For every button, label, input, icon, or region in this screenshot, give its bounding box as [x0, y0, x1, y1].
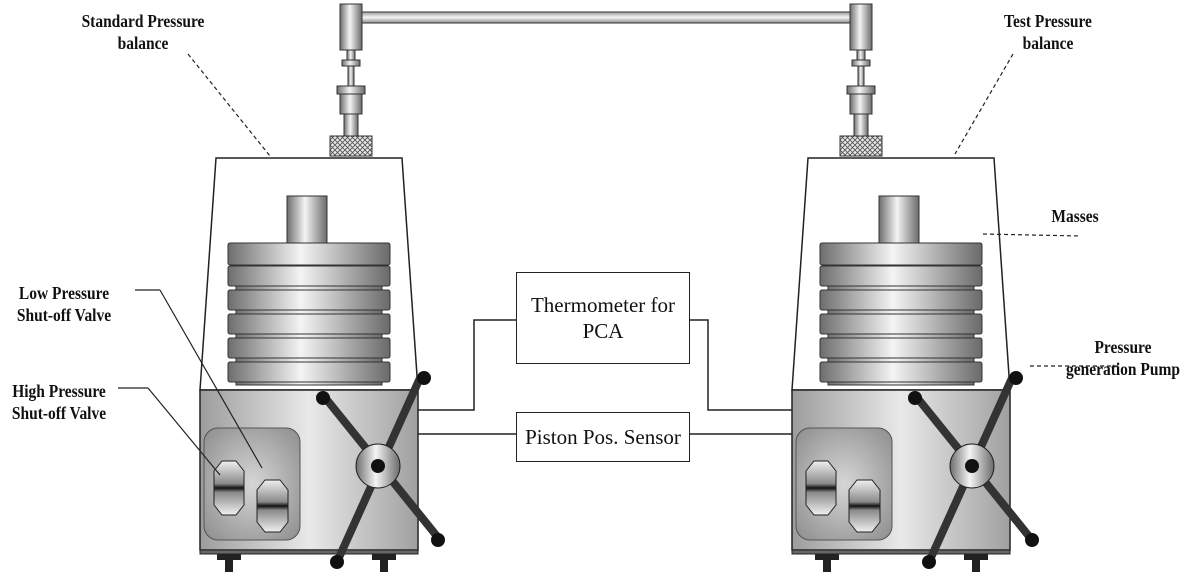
octagon-valve-icon[interactable]	[256, 479, 289, 533]
leader-lines	[118, 53, 1120, 476]
label-line: generation Pump	[1066, 359, 1180, 379]
left-feet	[217, 554, 396, 572]
label-line: Masses	[1051, 206, 1099, 226]
knurled-knob-icon	[839, 135, 883, 157]
knurled-knob-icon	[329, 135, 373, 157]
label-line: Shut-off Valve	[11, 403, 107, 423]
thermometer-box: Thermometer for PCA	[516, 272, 690, 364]
label-line: Shut-off Valve	[16, 305, 112, 325]
box-line: Piston Pos. Sensor	[525, 425, 681, 449]
test-balance-label: Test Pressure balance	[988, 10, 1108, 54]
label-line: balance	[117, 33, 169, 53]
box-line: PCA	[582, 319, 624, 343]
low-pressure-valve-label: Low Pressure Shut-off Valve	[9, 282, 119, 326]
box-line: Thermometer for	[530, 293, 676, 317]
signal-wires	[418, 319, 792, 435]
label-line: Test Pressure	[1004, 11, 1092, 31]
right-feet	[815, 554, 988, 572]
label-line: Pressure	[1094, 337, 1152, 357]
label-line: balance	[1022, 33, 1074, 53]
pump-label: Pressure generation Pump	[1057, 336, 1189, 380]
left-masses	[227, 195, 391, 386]
standard-balance-label: Standard Pressure balance	[70, 10, 216, 54]
piston-sensor-box: Piston Pos. Sensor	[516, 412, 690, 462]
masses-label: Masses	[1036, 205, 1113, 227]
octagon-valve-icon[interactable]	[805, 460, 837, 516]
pump-crank-icon[interactable]	[316, 371, 445, 569]
test-pressure-balance	[791, 3, 1039, 572]
label-line: Low Pressure	[18, 283, 110, 303]
label-line: Standard Pressure	[81, 11, 205, 31]
left-top-fitting	[329, 3, 373, 157]
standard-pressure-balance	[199, 3, 445, 572]
right-masses	[819, 195, 983, 386]
right-top-fitting	[839, 3, 883, 157]
label-line: High Pressure	[12, 381, 106, 401]
connecting-tube	[357, 11, 853, 24]
octagon-valve-icon[interactable]	[848, 479, 881, 533]
high-pressure-valve-label: High Pressure Shut-off Valve	[8, 380, 109, 424]
octagon-valve-icon[interactable]	[213, 460, 245, 516]
pump-crank-icon[interactable]	[908, 371, 1039, 569]
